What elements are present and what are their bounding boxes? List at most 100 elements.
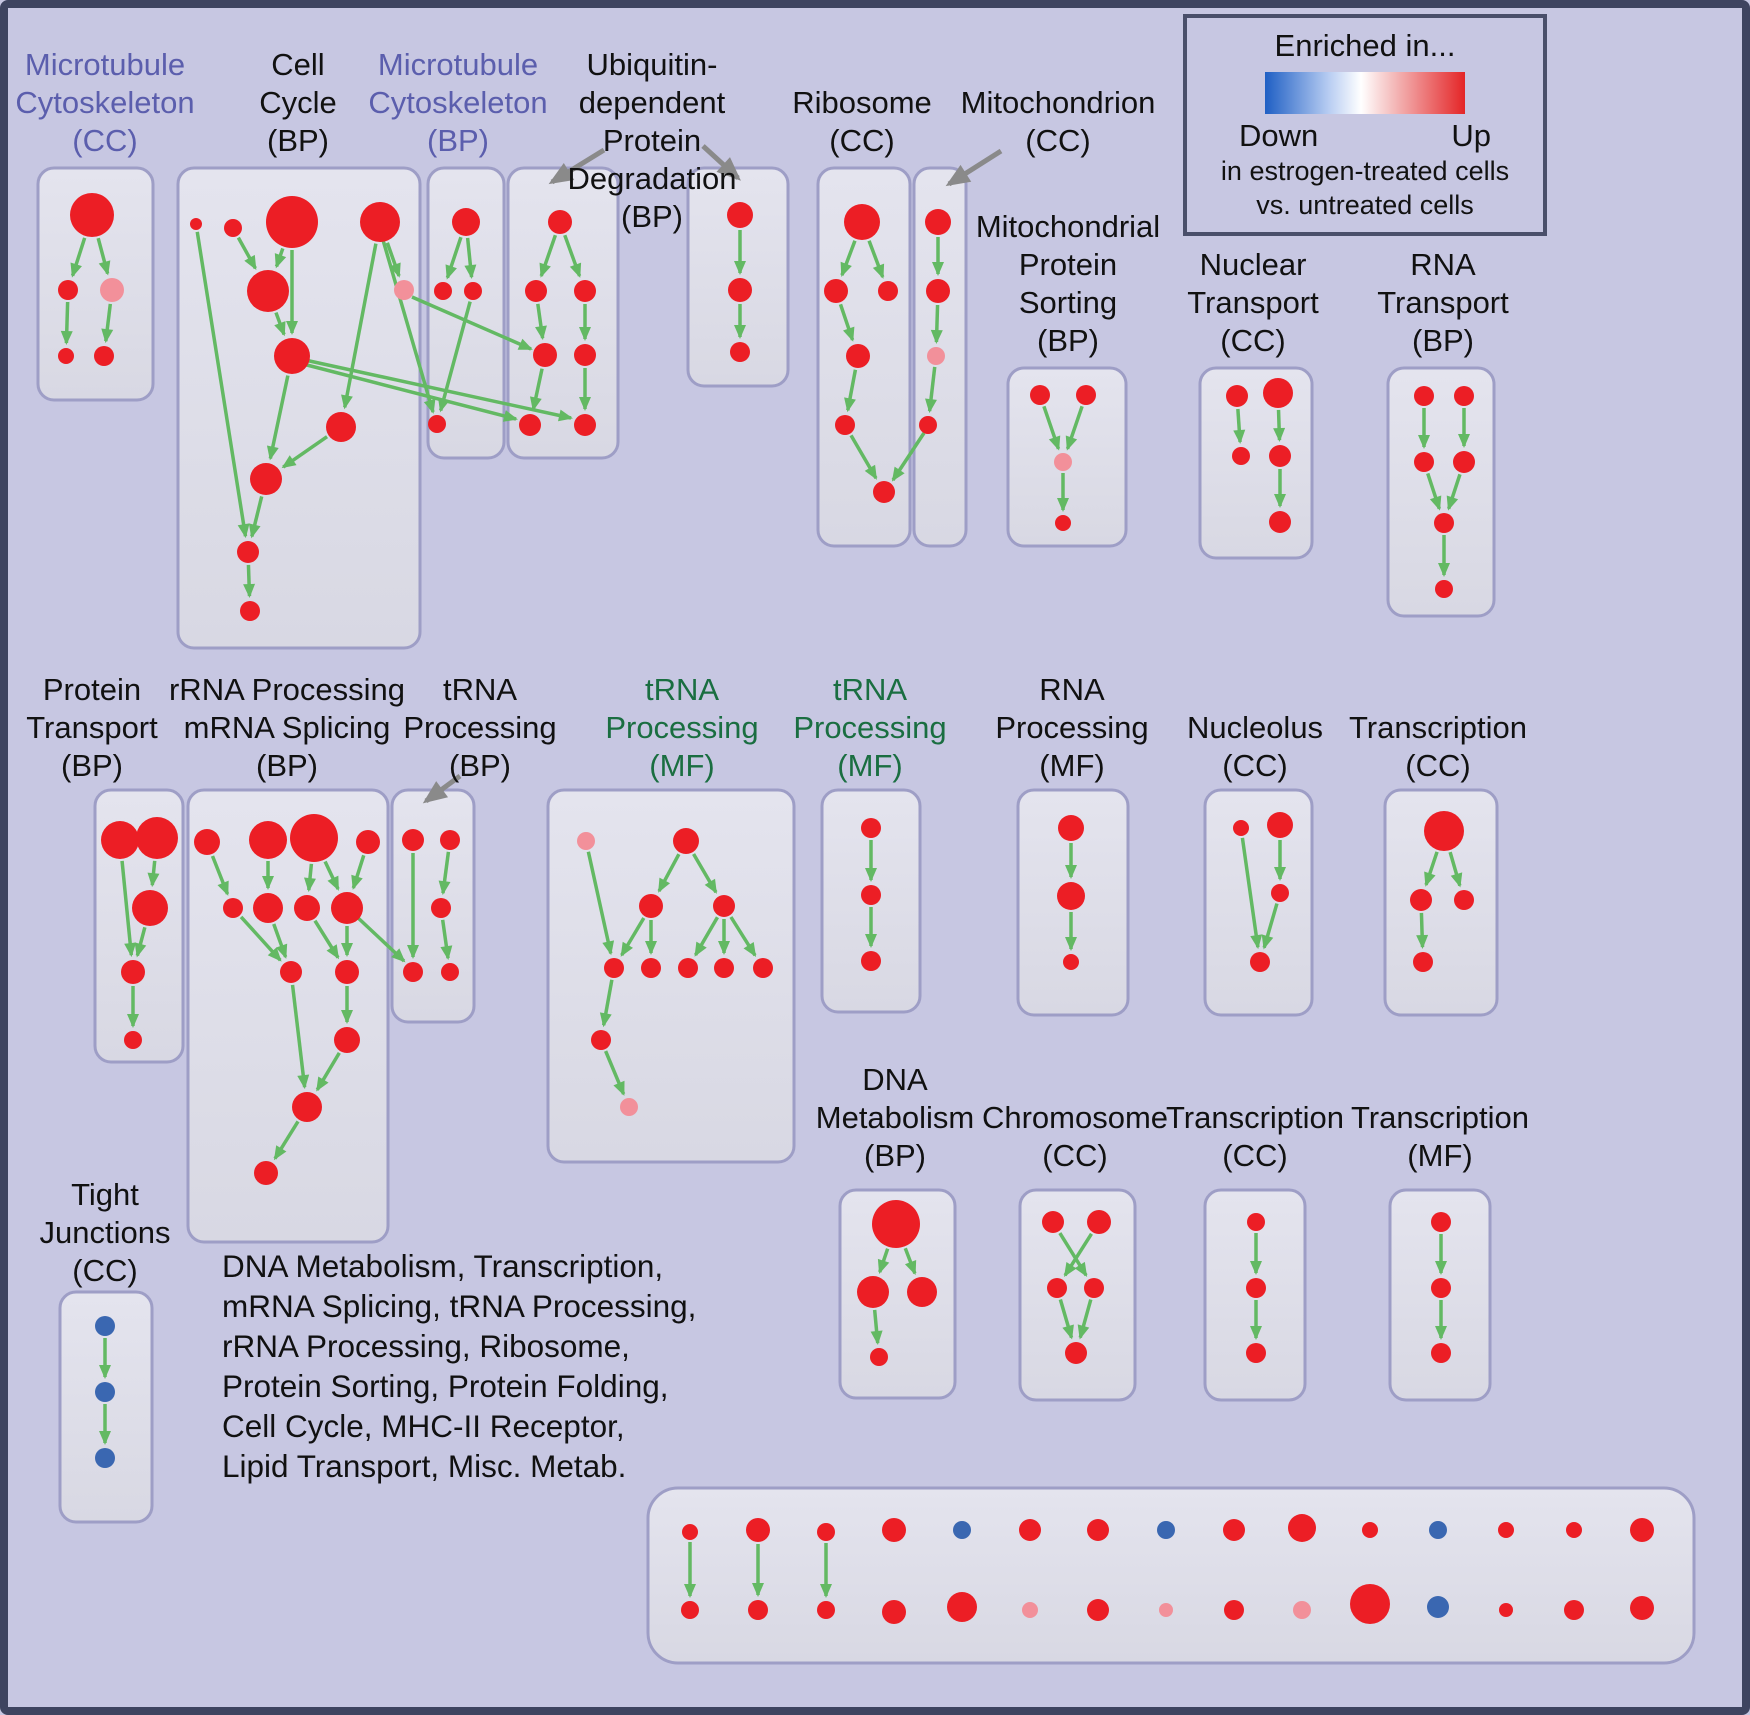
caption-line-3: rRNA Processing, Ribosome,: [222, 1328, 630, 1364]
edge-arrow: [694, 916, 719, 957]
edge-arrow: [290, 984, 310, 1090]
edge-arrow: [60, 301, 73, 346]
go-term-node: [335, 960, 359, 984]
go-term-node: [861, 951, 881, 971]
legend-subtitle-line2: vs. untreated cells: [1256, 190, 1474, 220]
go-term-node: [574, 280, 596, 302]
go-term-node: [835, 415, 855, 435]
edge-arrow: [1058, 1299, 1074, 1340]
legend-subtitle-line1: in estrogen-treated cells: [1220, 156, 1510, 186]
edge-arrow: [877, 1248, 890, 1275]
go-term-node: [294, 895, 320, 921]
edge-arrow: [692, 853, 718, 894]
edge-arrow: [539, 234, 558, 278]
edge-arrow: [313, 919, 340, 960]
go-term-node: [1087, 1519, 1109, 1541]
go-term-node: [254, 1161, 278, 1185]
go-term-node: [1250, 952, 1270, 972]
cross-cluster-edge-arrow: [381, 239, 436, 414]
legend-title: Enriched in...: [1274, 28, 1456, 63]
edge-arrow: [315, 1051, 341, 1092]
edge-arrow: [925, 366, 937, 414]
edge-arrow: [101, 303, 114, 344]
edge-arrow: [243, 564, 256, 599]
edge-arrow: [1416, 912, 1429, 950]
go-term-node: [95, 1382, 115, 1402]
go-term-node: [947, 1592, 977, 1622]
go-term-node: [240, 601, 260, 621]
legend-updown-row: Down Up: [1239, 118, 1491, 154]
edge-arrow: [274, 247, 287, 269]
edge-arrow: [147, 860, 160, 888]
go-term-node: [249, 821, 287, 859]
go-term-node: [1564, 1600, 1584, 1620]
go-term-node: [194, 829, 220, 855]
go-term-node: [748, 1600, 768, 1620]
edge-arrow: [236, 236, 257, 271]
go-term-node: [1223, 1519, 1245, 1541]
go-term-node: [872, 1200, 920, 1248]
go-term-node: [1233, 820, 1249, 836]
go-term-node: [1047, 1278, 1067, 1298]
go-term-node: [464, 282, 482, 300]
go-term-node: [1022, 1602, 1038, 1618]
transcription-mf-label: Transcription(MF): [1351, 1100, 1529, 1173]
go-term-node: [730, 342, 750, 362]
go-term-node: [713, 895, 735, 917]
edge-arrow: [903, 1247, 917, 1276]
go-term-node: [70, 193, 114, 237]
caption-line-5: Cell Cycle, MHC-II Receptor,: [222, 1408, 625, 1444]
edge-arrow: [729, 916, 757, 957]
go-term-node: [394, 280, 414, 300]
go-term-node: [714, 958, 734, 978]
legend: Enriched in... Down Up in estrogen-treat…: [1183, 14, 1547, 236]
go-term-node: [1084, 1278, 1104, 1298]
edge-arrow: [96, 237, 111, 276]
go-term-node: [846, 344, 870, 368]
go-term-node: [1247, 1213, 1265, 1231]
go-term-node: [224, 219, 242, 237]
go-term-node: [678, 958, 698, 978]
chromosome-cc-label: Chromosome(CC): [982, 1100, 1168, 1173]
caption-line-1: DNA Metabolism, Transcription,: [222, 1248, 664, 1284]
edge-arrow: [604, 1050, 626, 1096]
go-term-node: [1087, 1210, 1111, 1234]
go-term-node: [577, 832, 595, 850]
go-term-node: [844, 204, 880, 240]
go-term-node: [1055, 515, 1071, 531]
go-term-node: [861, 885, 881, 905]
edge-arrow: [1233, 408, 1246, 445]
go-term-node: [639, 894, 663, 918]
edge-arrow: [210, 855, 230, 896]
chromosome-cc-box: [1018, 1188, 1137, 1402]
go-term-node: [746, 1518, 770, 1542]
go-term-node: [247, 270, 289, 312]
go-term-node: [870, 1348, 888, 1366]
go-term-node: [1431, 1212, 1451, 1232]
go-term-node: [1427, 1596, 1449, 1618]
go-term-node: [574, 414, 596, 436]
go-term-node: [266, 196, 318, 248]
go-term-node: [673, 828, 699, 854]
edge-arrow: [351, 854, 366, 890]
go-term-node: [1429, 1521, 1447, 1539]
go-term-node: [1054, 453, 1072, 471]
cross-cluster-edge-arrow: [302, 362, 518, 422]
go-term-node: [1159, 1603, 1173, 1617]
go-term-node: [533, 343, 557, 367]
go-term-node: [1431, 1278, 1451, 1298]
rrna-processing-mrna-splicing-bp-box: [186, 788, 390, 1244]
edge-arrow: [1058, 1232, 1088, 1277]
go-term-node: [136, 817, 178, 859]
edge-arrow: [838, 303, 855, 342]
go-term-node: [124, 1031, 142, 1049]
label-pointer-arrow: [701, 144, 741, 181]
go-term-node: [280, 961, 302, 983]
go-term-node: [907, 1277, 937, 1307]
